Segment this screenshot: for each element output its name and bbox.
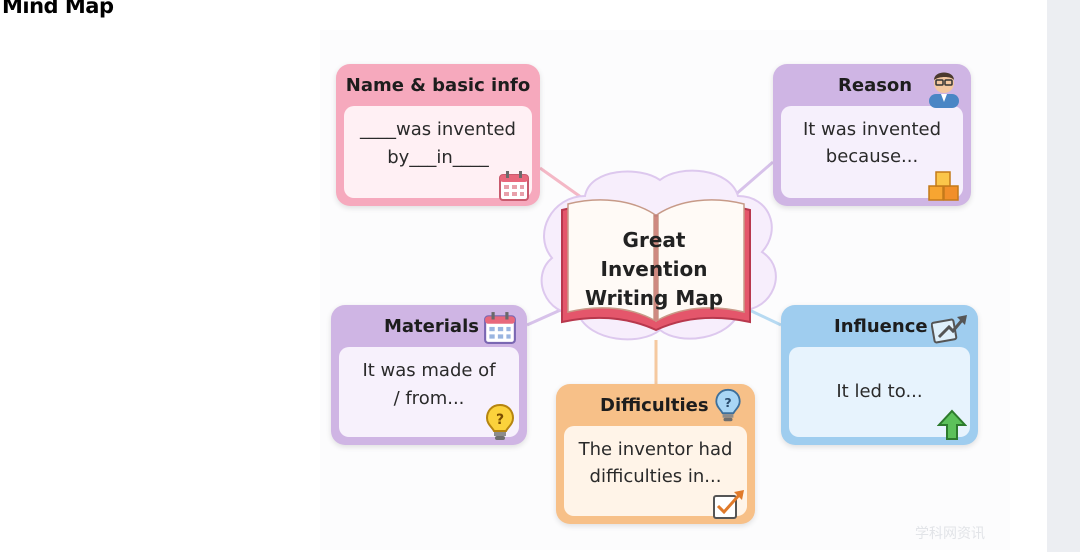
checkbox-arrow-icon	[713, 490, 744, 519]
node-difficulties-title: Difficulties	[600, 394, 709, 416]
node-name-info: Name & basic info ____was invented by___…	[336, 64, 540, 206]
node-influence-body: It led to...	[789, 347, 970, 437]
node-difficulties-line2: difficulties in...	[589, 466, 722, 487]
calendar-icon	[499, 171, 529, 201]
node-reason-body: It was invented because...	[781, 106, 963, 198]
node-influence: Influence It led to...	[781, 305, 978, 445]
node-materials-line2: / from...	[393, 388, 465, 409]
node-difficulties: Difficulties The inventor had difficulti…	[556, 384, 755, 524]
node-materials: Materials It was made of / from... ?	[331, 305, 527, 445]
growth-arrow-icon	[931, 315, 967, 344]
node-reason-title: Reason	[838, 74, 913, 96]
node-reason: Reason It was invented because...	[773, 64, 971, 206]
lightbulb-icon: ?	[715, 388, 741, 422]
node-difficulties-line1: The inventor had	[578, 439, 733, 460]
node-materials-line1: It was made of	[362, 360, 496, 381]
watermark: 学科网资讯	[915, 526, 985, 542]
node-reason-line2: because...	[825, 146, 919, 167]
node-difficulties-body: The inventor had difficulties in...	[564, 426, 747, 516]
lightbulb-icon: ?	[485, 403, 515, 440]
node-name-info-title: Name & basic info	[345, 74, 531, 96]
node-influence-title: Influence	[834, 315, 928, 337]
page-title: Mind Map	[2, 0, 114, 18]
blocks-icon	[928, 171, 959, 201]
calendar-icon	[484, 312, 516, 344]
center-title: Great Invention Writing Map	[568, 226, 740, 313]
node-reason-line1: It was invented	[802, 119, 942, 140]
node-materials-title: Materials	[384, 315, 479, 337]
node-name-info-line2: by___in____	[387, 147, 489, 168]
center-title-line2: Writing Map	[584, 286, 724, 310]
node-influence-line1: It led to...	[836, 381, 923, 402]
svg-text:?: ?	[724, 395, 731, 410]
up-arrow-icon	[937, 409, 967, 440]
node-name-info-body: ____was invented by___in____	[344, 106, 532, 198]
center-title-line1: Great Invention	[600, 228, 708, 281]
node-name-info-line1: ____was invented	[360, 119, 516, 140]
scrollbar-track[interactable]	[1047, 0, 1080, 552]
person-icon	[929, 72, 959, 108]
svg-text:?: ?	[496, 412, 504, 428]
